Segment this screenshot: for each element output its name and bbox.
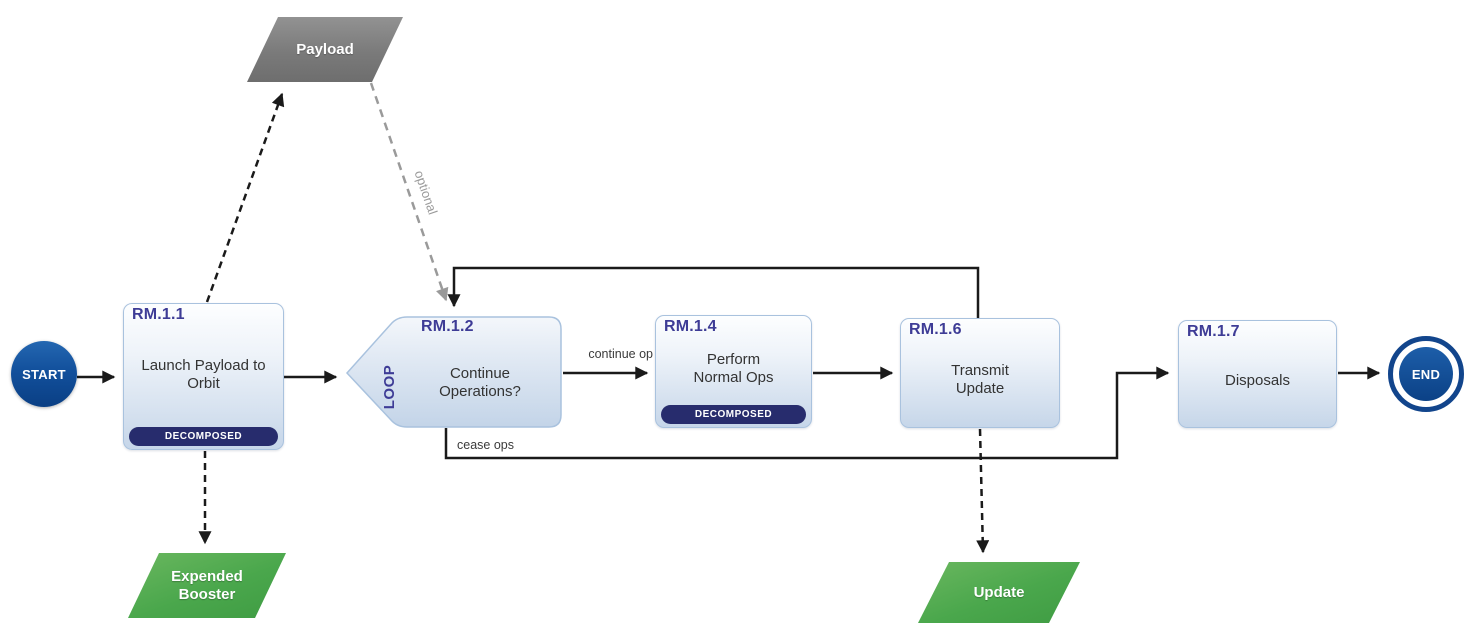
edge-label-continue-op: continue op bbox=[588, 347, 653, 361]
item-update[interactable]: Update bbox=[918, 562, 1080, 623]
decomposed-badge-label: DECOMPOSED bbox=[164, 431, 243, 442]
item-update-label: Update bbox=[973, 583, 1025, 601]
action-id: RM.1.2 bbox=[421, 318, 474, 335]
action-id: RM.1.7 bbox=[1187, 323, 1240, 340]
edge-rm11-to-payload bbox=[205, 92, 285, 303]
action-title: Continue Operations? bbox=[439, 365, 521, 400]
action-rm17-disposals[interactable]: RM.1.7 Disposals bbox=[1178, 320, 1337, 428]
action-id: RM.1.6 bbox=[909, 321, 962, 338]
item-payload-label: Payload bbox=[296, 40, 354, 58]
end-node[interactable]: END bbox=[1388, 336, 1464, 412]
loop-rm12-continue-operations[interactable]: LOOP RM.1.2 Continue Operations? bbox=[345, 316, 563, 428]
action-title: Disposals bbox=[1224, 372, 1291, 389]
action-id: RM.1.4 bbox=[664, 318, 717, 335]
loop-shape bbox=[345, 316, 562, 428]
action-rm16-transmit-update[interactable]: RM.1.6 Transmit Update bbox=[900, 318, 1060, 428]
action-rm14-perform-normal-ops[interactable]: RM.1.4 Perform Normal Ops DECOMPOSED bbox=[655, 315, 812, 428]
edge-payload-to-rm12-optional bbox=[369, 82, 449, 302]
action-rm11-launch-payload[interactable]: RM.1.1 Launch Payload to Orbit DECOMPOSE… bbox=[123, 303, 284, 450]
decomposed-badge-label: DECOMPOSED bbox=[694, 409, 773, 420]
action-title: Launch Payload to Orbit bbox=[141, 356, 266, 392]
action-title: Perform Normal Ops bbox=[693, 350, 774, 386]
action-id: RM.1.1 bbox=[132, 306, 185, 323]
end-node-inner: END bbox=[1399, 347, 1453, 401]
item-payload[interactable]: Payload bbox=[247, 17, 403, 82]
item-expended-booster-label: Expended Booster bbox=[171, 568, 243, 603]
action-title: Transmit Update bbox=[951, 362, 1009, 397]
decomposed-badge[interactable]: DECOMPOSED bbox=[129, 427, 278, 446]
start-node[interactable]: START bbox=[11, 341, 77, 407]
end-label: END bbox=[1411, 366, 1441, 382]
start-label: START bbox=[22, 366, 66, 382]
edge-rm16-loopback-to-rm12 bbox=[447, 266, 980, 318]
edge-rm12-to-rm17-cease bbox=[444, 366, 1170, 460]
edge-label-cease-ops: cease ops bbox=[457, 438, 514, 452]
edge-rm16-to-update bbox=[976, 428, 990, 554]
item-expended-booster[interactable]: Expended Booster bbox=[128, 553, 286, 618]
decomposed-badge[interactable]: DECOMPOSED bbox=[661, 405, 806, 424]
loop-tag: LOOP bbox=[380, 364, 398, 410]
